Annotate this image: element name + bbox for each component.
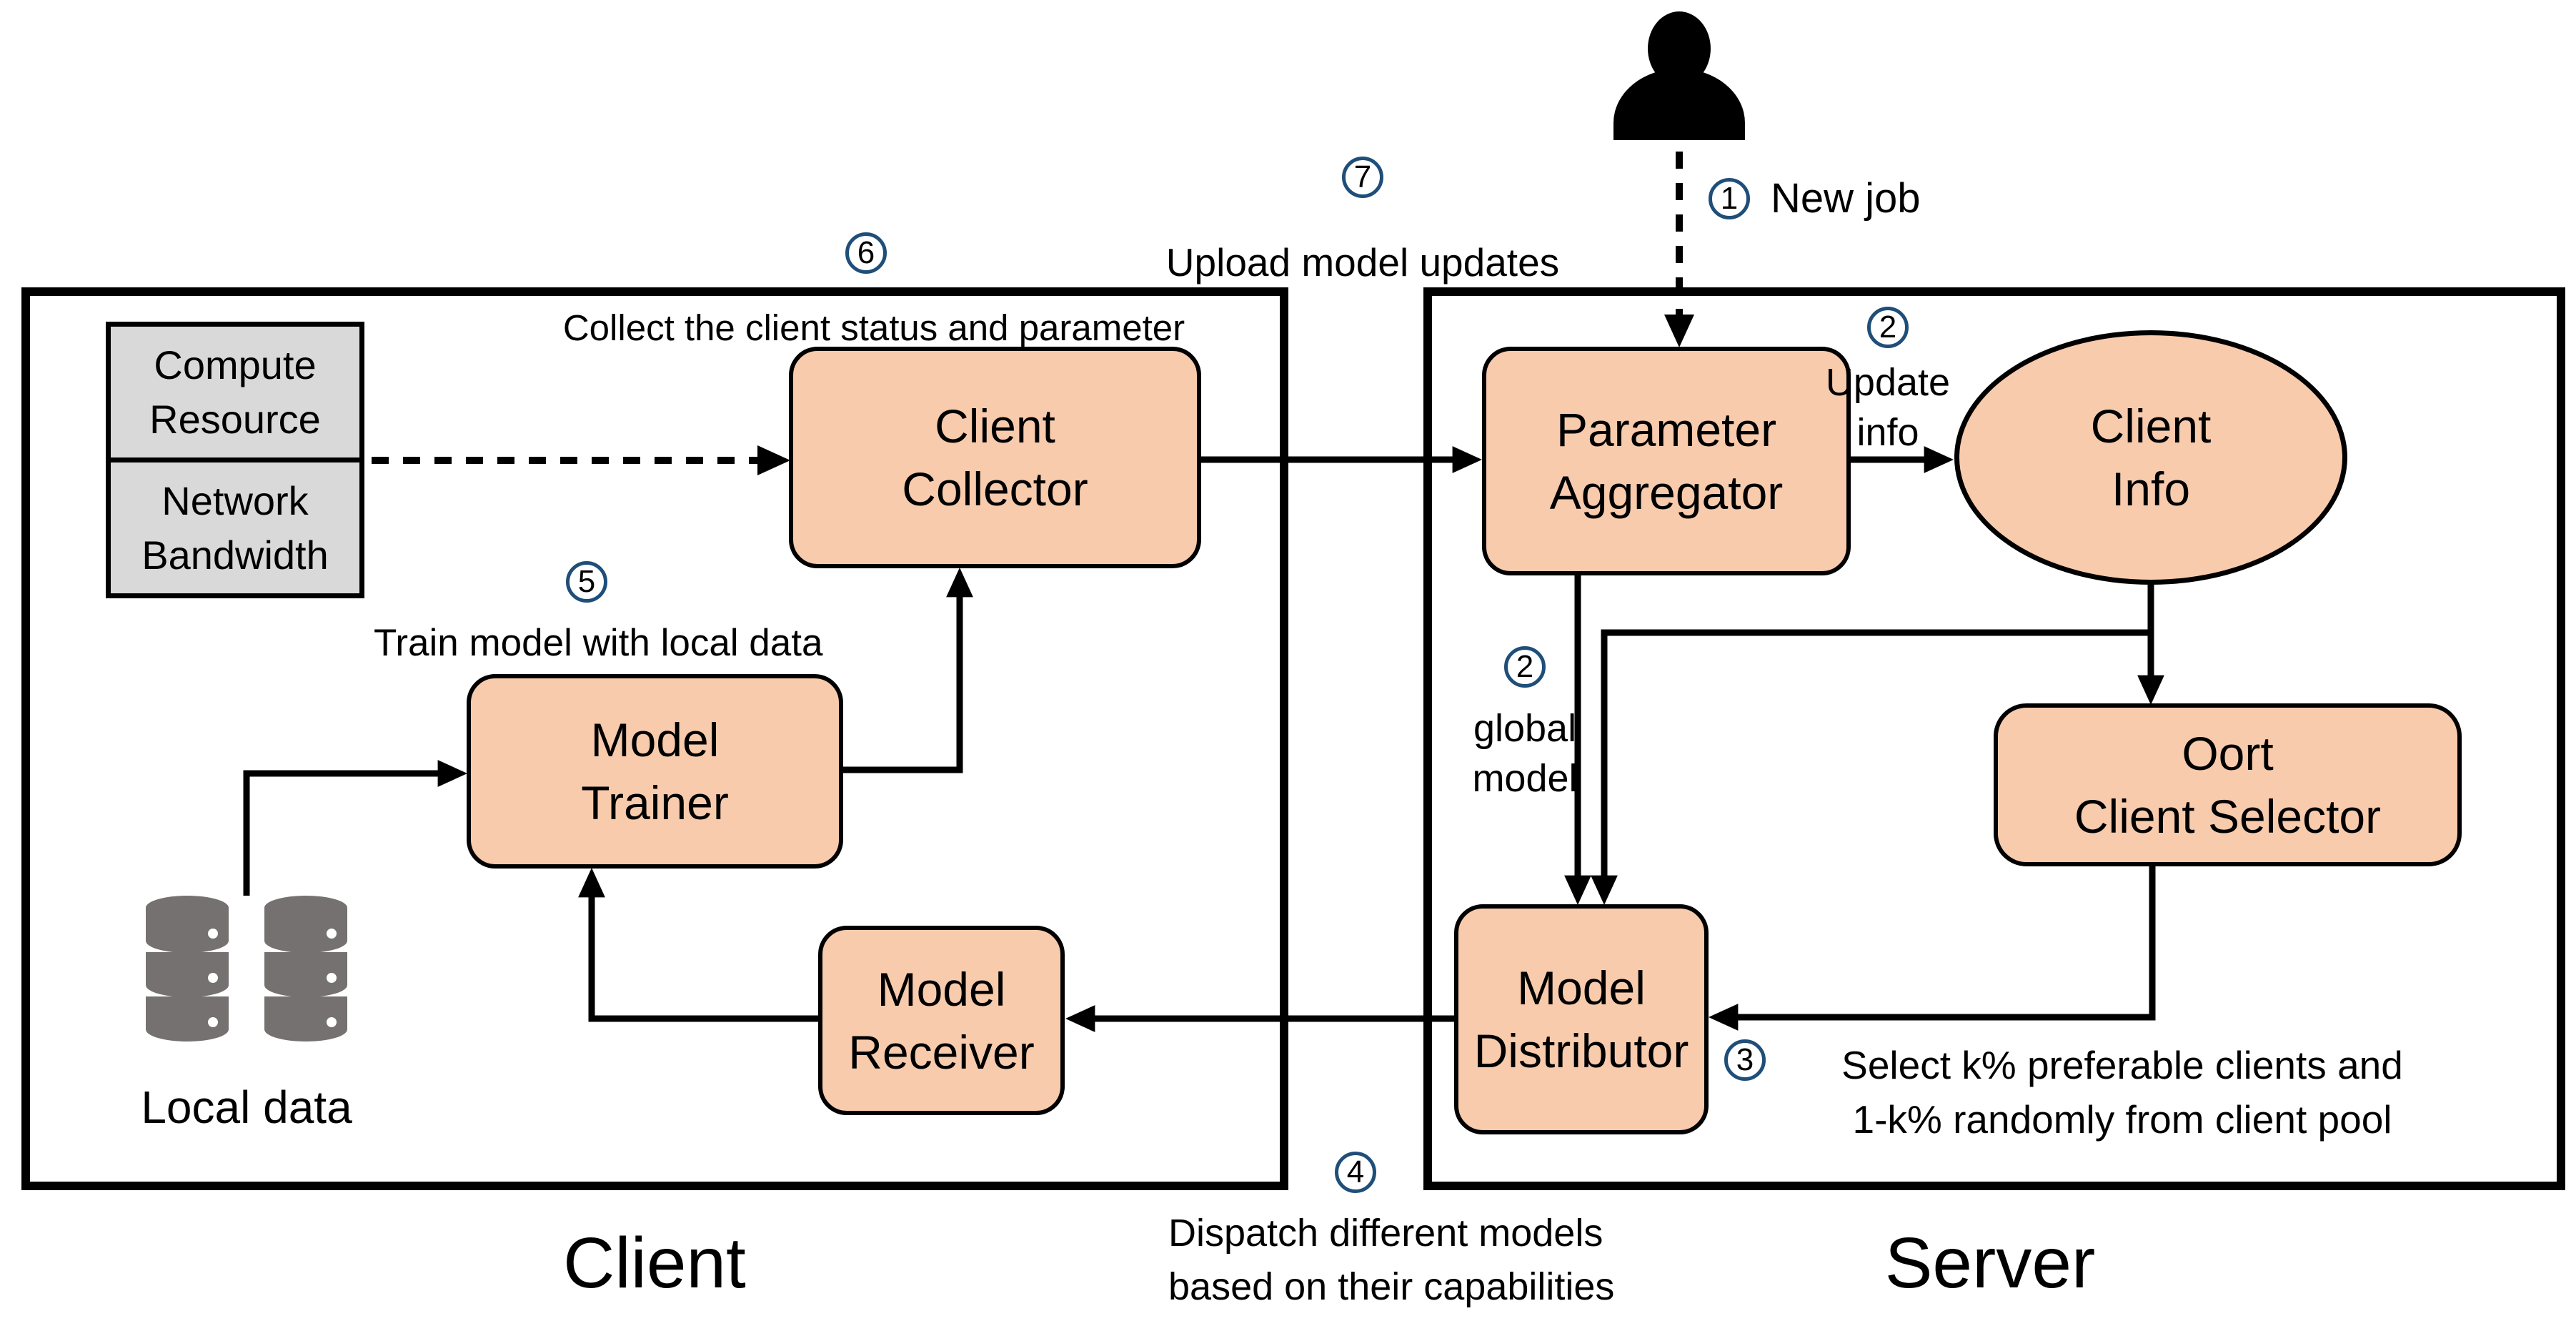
client-section-box xyxy=(21,287,1288,1190)
client-section-caption: Client xyxy=(563,1223,746,1303)
compute-resource-line1: Compute xyxy=(154,342,317,387)
parameter-aggregator-label-line1: Parameter xyxy=(1556,403,1777,456)
step6-number-badge: 6 xyxy=(845,232,887,274)
step2-global-annotation: global model xyxy=(1418,703,1632,803)
client-collector-label-line2: Collector xyxy=(902,462,1088,515)
server-section-box xyxy=(1423,287,2565,1190)
client-collector-node: Client Collector xyxy=(789,347,1201,568)
step2-global-number-badge: 2 xyxy=(1504,646,1546,688)
step7-number-badge: 7 xyxy=(1342,157,1383,198)
step2-global-line1: global xyxy=(1473,707,1577,750)
model-distributor-node: Model Distributor xyxy=(1454,904,1709,1134)
step1-number-badge: 1 xyxy=(1709,178,1750,219)
client-info-label-line1: Client xyxy=(2090,400,2212,452)
step3-line2: 1-k% randomly from client pool xyxy=(1852,1097,2392,1142)
step7-annotation: Upload model updates xyxy=(1165,240,1560,285)
step4-line2: based on their capabilities xyxy=(1168,1265,1615,1308)
client-info-datastore: Client Info xyxy=(1954,330,2347,585)
model-receiver-label-line2: Receiver xyxy=(848,1025,1035,1079)
step5-number-badge: 5 xyxy=(566,561,607,603)
step3-number-badge: 3 xyxy=(1724,1039,1766,1081)
step2-update-line1: Update xyxy=(1825,361,1951,404)
step5-annotation: Train model with local data xyxy=(374,622,823,664)
step4-number-badge: 4 xyxy=(1335,1152,1376,1193)
step3-annotation: Select k% preferable clients and 1-k% ra… xyxy=(1779,1038,2465,1147)
model-trainer-label-line2: Trainer xyxy=(581,776,729,829)
step2-global-line2: model xyxy=(1472,757,1578,800)
step1-annotation: New job xyxy=(1771,175,1921,222)
parameter-aggregator-node: Parameter Aggregator xyxy=(1482,347,1851,575)
user-icon xyxy=(1613,11,1745,140)
server-section-caption: Server xyxy=(1884,1223,2096,1303)
resource-monitor-box: Compute Resource Network Bandwidth xyxy=(106,322,364,598)
step3-line1: Select k% preferable clients and xyxy=(1841,1043,2403,1087)
model-distributor-label-line1: Model xyxy=(1517,961,1646,1014)
model-receiver-label-line1: Model xyxy=(877,962,1006,1016)
client-collector-label-line1: Client xyxy=(935,400,1055,452)
network-bandwidth-line2: Bandwidth xyxy=(141,532,329,578)
step4-line1: Dispatch different models xyxy=(1168,1212,1603,1255)
model-trainer-node: Model Trainer xyxy=(467,674,843,869)
parameter-aggregator-label-line2: Aggregator xyxy=(1549,466,1784,519)
step2-update-annotation: Update info xyxy=(1781,357,1995,457)
model-distributor-label-line2: Distributor xyxy=(1473,1024,1689,1077)
local-data-caption: Local data xyxy=(141,1082,352,1133)
oort-client-selector-node: Oort Client Selector xyxy=(1994,703,2462,866)
network-bandwidth-cell: Network Bandwidth xyxy=(111,462,359,593)
network-bandwidth-line1: Network xyxy=(161,478,309,523)
step2-update-number-badge: 2 xyxy=(1867,307,1909,348)
step6-annotation: Collect the client status and parameter xyxy=(562,307,1185,348)
client-info-label-line2: Info xyxy=(2111,462,2191,515)
compute-resource-line2: Resource xyxy=(149,396,321,442)
step4-annotation: Dispatch different models based on their… xyxy=(1168,1207,1615,1314)
model-receiver-node: Model Receiver xyxy=(818,926,1065,1115)
step2-update-line2: info xyxy=(1856,411,1919,454)
compute-resource-cell: Compute Resource xyxy=(111,327,359,462)
oort-label-line1: Oort xyxy=(2182,727,2274,780)
model-trainer-label-line1: Model xyxy=(590,713,720,766)
oort-label-line2: Client Selector xyxy=(2074,790,2382,843)
